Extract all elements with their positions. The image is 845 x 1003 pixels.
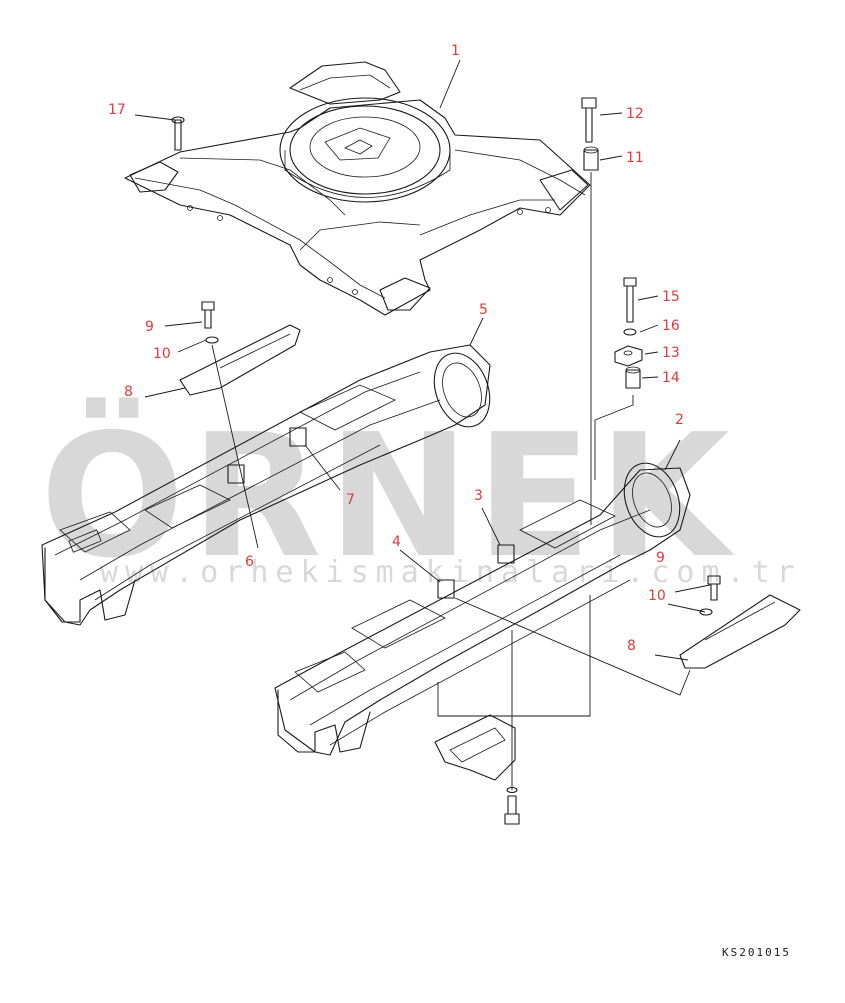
callout-15: 15 [662,289,680,305]
left-track-frame [41,344,491,626]
callout-4: 4 [392,534,401,550]
callouts: 1 17 12 11 15 16 13 14 9 10 8 5 2 3 7 4 … [108,43,684,654]
callout-9-left: 9 [145,319,154,335]
right-bolt-set [699,575,721,616]
bolt-stack-right [614,277,643,389]
right-guard-plate [679,594,801,669]
bolt-12 [581,97,599,171]
callout-17: 17 [108,102,126,118]
left-guard-plate [179,324,301,396]
watermark-url: www.orhekismakinalari.com.tr [100,555,802,590]
bottom-clamp [434,714,520,825]
callout-2: 2 [675,412,684,428]
bolt-17 [171,116,185,151]
left-bolt-set [201,301,219,344]
center-frame [124,61,591,316]
callout-1: 1 [451,43,460,59]
drawing-code: KS201015 [722,946,791,959]
callout-7: 7 [346,492,355,508]
callout-5: 5 [479,302,488,318]
callout-12: 12 [626,106,644,122]
callout-13: 13 [662,345,680,361]
callout-16: 16 [662,318,680,334]
callout-9-right: 9 [656,550,665,566]
callout-10-right: 10 [648,588,666,604]
callout-3: 3 [474,488,483,504]
callout-10-left: 10 [153,346,171,362]
callout-8-right: 8 [627,638,636,654]
leader-lines [134,59,711,790]
callout-6: 6 [245,554,254,570]
callout-14: 14 [662,370,680,386]
right-track-frame [274,462,691,756]
callout-8-left: 8 [124,384,133,400]
callout-11: 11 [626,150,644,166]
